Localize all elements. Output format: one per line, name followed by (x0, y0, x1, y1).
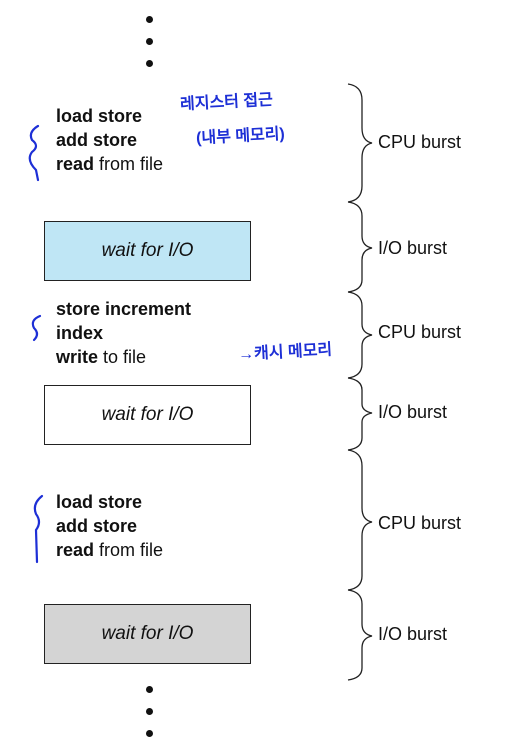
cpu-code-block-2: store increment index write to file (56, 297, 191, 369)
ellipsis-dot-bottom-2 (146, 708, 153, 715)
hand-brace-1 (28, 124, 40, 182)
ellipsis-dot-bottom-3 (146, 730, 153, 737)
ellipsis-dot-top-2 (146, 38, 153, 45)
burst-label-io-2: I/O burst (378, 402, 448, 422)
brace-io-2 (347, 377, 373, 451)
code-line: add store (56, 130, 138, 150)
burst-label-cpu-3: CPU burst (378, 513, 462, 533)
brace-io-1 (347, 201, 373, 293)
wait-for-io-box-3: wait for I/O (44, 604, 251, 664)
code-line: index (56, 323, 104, 343)
hand-brace-2 (31, 314, 42, 342)
code-line: add store (56, 516, 138, 536)
brace-cpu-3 (347, 449, 373, 591)
ellipsis-dot-top-3 (146, 60, 153, 67)
code-line: load store (56, 492, 143, 512)
ellipsis-dot-bottom-1 (146, 686, 153, 693)
code-line: load store (56, 106, 143, 126)
code-line: read from file (56, 540, 164, 560)
wait-for-io-box-1: wait for I/O (44, 221, 251, 281)
burst-label-cpu-1: CPU burst (378, 132, 462, 152)
burst-label-io-1: I/O burst (378, 238, 448, 258)
brace-cpu-1 (347, 83, 373, 203)
code-line: read from file (56, 154, 164, 174)
wait-for-io-box-2: wait for I/O (44, 385, 251, 445)
ellipsis-dot-top-1 (146, 16, 153, 23)
cpu-code-block-1: load store add store read from file (56, 104, 163, 176)
brace-cpu-2 (347, 291, 373, 379)
code-line: write to file (56, 347, 147, 367)
cpu-code-block-3: load store add store read from file (56, 490, 163, 562)
burst-label-io-3: I/O burst (378, 624, 448, 644)
code-line: store increment (56, 299, 192, 319)
brace-io-3 (347, 589, 373, 681)
burst-label-cpu-2: CPU burst (378, 322, 462, 342)
hand-brace-3 (33, 494, 44, 564)
